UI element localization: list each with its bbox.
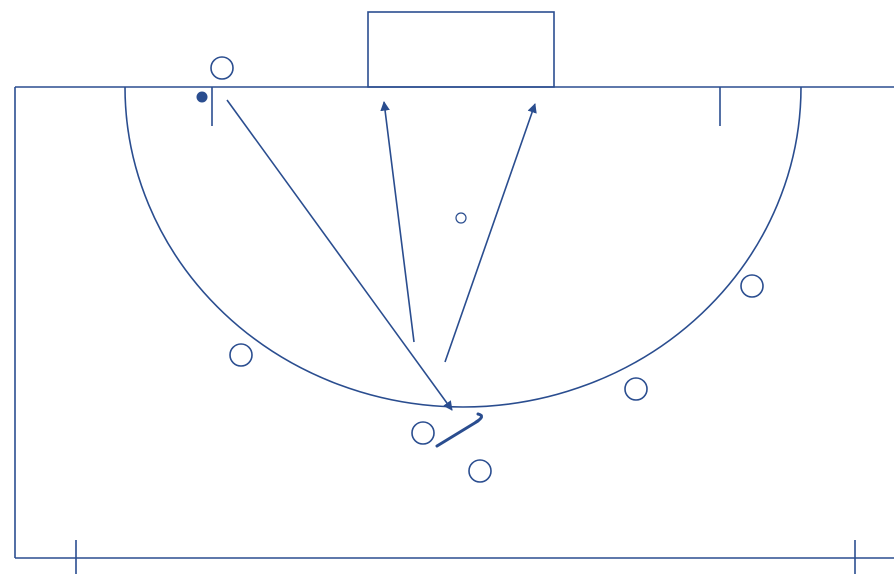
player-top-left [210,56,234,80]
goal [367,11,555,88]
pass-arrow [226,99,453,411]
ball-in-circle [455,212,467,224]
player-left-wing [229,343,253,367]
player-support [468,459,492,483]
player-shooter [411,421,435,445]
hockey-stick-icon [435,412,483,448]
shot-arrow-right [444,103,537,363]
shooting-circle [124,86,802,408]
player-right-top-d [624,377,648,401]
player-right-wing [740,274,764,298]
shot-arrow-left [380,101,415,343]
ball-on-backline [196,91,208,103]
